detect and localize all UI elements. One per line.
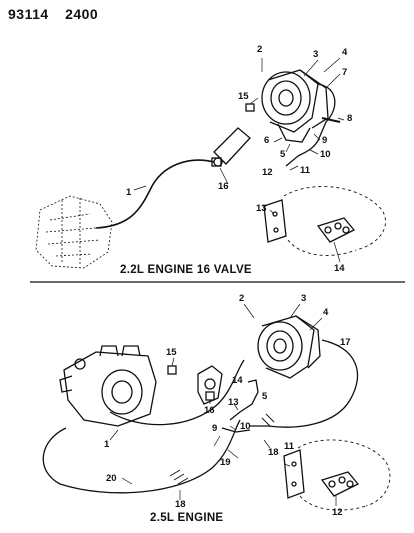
callout-11-top: 11 [300, 165, 311, 176]
callout-10-bottom: 10 [240, 421, 251, 432]
mounting-bracket-top [263, 199, 287, 243]
callout-1-bottom: 1 [104, 439, 110, 450]
speed-control-servo-bottom [257, 315, 321, 379]
callout-11-bottom: 13 [228, 397, 239, 408]
speed-control-servo-top [261, 69, 329, 143]
body-panel-bottom [297, 439, 391, 511]
caption-2-2l-engine: 2.2L ENGINE 16 VALVE [120, 264, 252, 276]
callout-12-bottom: 14 [232, 375, 243, 386]
top-section-drawing [35, 57, 386, 269]
callout-2-bottom: 2 [239, 293, 245, 304]
callout-7-top: 7 [342, 67, 348, 78]
vacuum-hose-top [285, 83, 336, 167]
callout-15-bottom: 15 [166, 347, 177, 358]
diagram-header: 93114 2400 [8, 6, 110, 22]
callout-1-top: 1 [126, 187, 132, 198]
callout-5-bottom: 5 [262, 391, 268, 402]
connector-top [316, 217, 356, 243]
callout-3-bottom: 3 [301, 293, 307, 304]
throttle-body-bottom [59, 345, 157, 427]
callout-16-bottom: 16 [204, 405, 215, 416]
callout-18b-bottom: 18 [175, 499, 186, 510]
throttle-cable-top [95, 159, 215, 229]
callout-19-bottom: 19 [220, 457, 231, 468]
caption-2-5l-engine: 2.5L ENGINE [150, 512, 224, 524]
callout-12-top: 12 [262, 167, 273, 178]
leader-lines-top [133, 57, 345, 263]
callout-14-bottom: 12 [332, 507, 343, 518]
callout-6-top: 6 [264, 135, 270, 146]
vacuum-hose-bottom [250, 339, 359, 428]
callout-13-bottom: 11 [284, 441, 295, 452]
callout-2-top: 2 [257, 44, 263, 55]
callout-5-top: 5 [280, 149, 286, 160]
callout-20-bottom: 20 [106, 473, 117, 484]
callout-4-top: 4 [342, 47, 348, 58]
callout-13-top: 13 [256, 203, 267, 214]
throttle-cable-bottom [42, 419, 241, 494]
callout-9-bottom: 9 [212, 423, 218, 434]
callout-8-top: 8 [347, 113, 353, 124]
leader-lines-bottom [109, 303, 341, 506]
body-panel-top [283, 186, 386, 256]
bottom-section-drawing [42, 303, 391, 511]
callout-3-top: 3 [313, 49, 319, 60]
callout-9-top: 9 [322, 135, 328, 146]
callout-4-bottom: 4 [323, 307, 329, 318]
mounting-bracket-bottom [283, 449, 305, 499]
callout-16-top: 16 [218, 181, 229, 192]
page-code: 2400 [65, 6, 99, 22]
connector-bottom [320, 471, 360, 497]
callout-15-top: 15 [238, 91, 249, 102]
callout-18-bottom: 18 [268, 447, 279, 458]
callout-10-top: 10 [320, 149, 331, 160]
callout-14-top: 14 [334, 263, 345, 274]
part-code: 93114 [8, 6, 49, 22]
callout-17-bottom: 17 [340, 337, 351, 348]
engine-block-top [35, 195, 113, 269]
